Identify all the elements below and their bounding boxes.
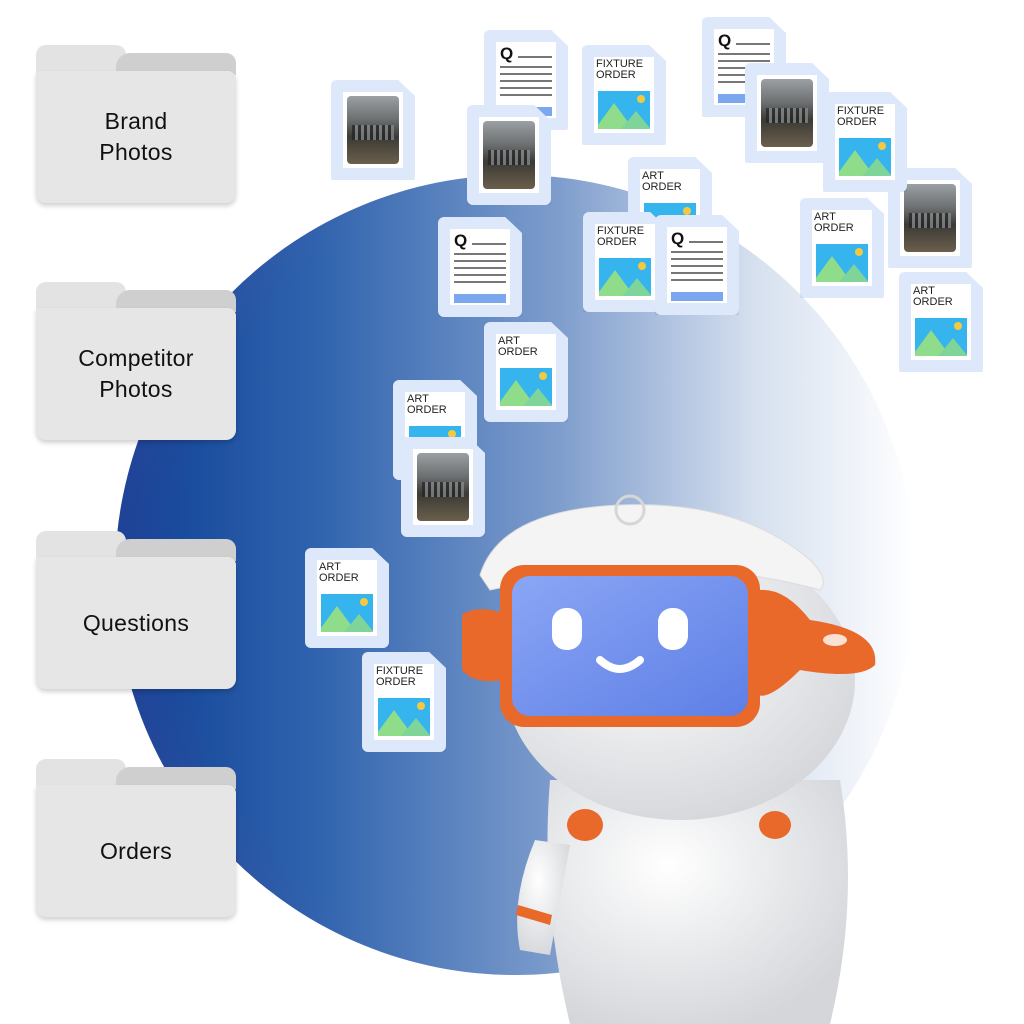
folder-tab-back [116, 290, 236, 312]
photo-document[interactable] [401, 437, 485, 537]
folder-label: Competitor [78, 345, 194, 371]
store-photo-thumbnail [761, 79, 813, 147]
folder-orders[interactable]: Orders [36, 759, 236, 917]
folder-tab [36, 531, 126, 561]
robot-mascot [462, 494, 876, 1024]
folder-tab [36, 45, 126, 75]
store-photo-thumbnail [347, 96, 399, 164]
image-icon [500, 368, 552, 406]
question-mark-label: Q [718, 31, 732, 50]
robot-ear-right [758, 589, 876, 696]
photo-document[interactable] [888, 168, 972, 268]
robot-eye-left [552, 608, 582, 650]
folder-tab-back [116, 539, 236, 561]
store-photo-thumbnail [904, 184, 956, 252]
folder-label: Brand [104, 108, 168, 134]
photo-document[interactable] [467, 105, 551, 205]
folder-label: Questions [82, 609, 190, 636]
folder-tab [36, 759, 126, 789]
folder-tab [36, 282, 126, 312]
robot-shoulder-right [759, 811, 791, 839]
folder-label: Photos [99, 139, 173, 165]
robot-arm [517, 840, 570, 955]
robot-wristband [516, 905, 552, 925]
robot-ear-left [462, 609, 502, 682]
image-icon [378, 698, 430, 736]
folder-questions[interactable]: Questions [36, 531, 236, 689]
question-mark-label: Q [500, 44, 514, 63]
image-icon [598, 91, 650, 129]
photo-document[interactable] [331, 80, 415, 180]
image-icon [816, 244, 868, 282]
cap-logo-icon [614, 494, 646, 526]
folder-label: Photos [99, 376, 173, 402]
robot-shoulder-left [567, 809, 603, 841]
photo-document[interactable] [745, 63, 829, 163]
folder-tab-back [116, 53, 236, 75]
folder-label: Orders [99, 837, 173, 864]
store-photo-thumbnail [417, 453, 469, 521]
question-mark-label: Q [454, 231, 468, 250]
question-document[interactable]: Q [655, 215, 739, 315]
image-icon [599, 258, 651, 296]
image-icon [839, 138, 891, 176]
store-photo-thumbnail [483, 121, 535, 189]
image-icon [321, 594, 373, 632]
question-mark-label: Q [671, 229, 685, 248]
robot-body [547, 780, 848, 1024]
image-icon [915, 318, 967, 356]
folder-tab-back [116, 767, 236, 789]
robot-screen [512, 576, 748, 716]
question-document[interactable]: Q [438, 217, 522, 317]
robot-smile [596, 656, 644, 673]
robot-eye-right [658, 608, 688, 650]
